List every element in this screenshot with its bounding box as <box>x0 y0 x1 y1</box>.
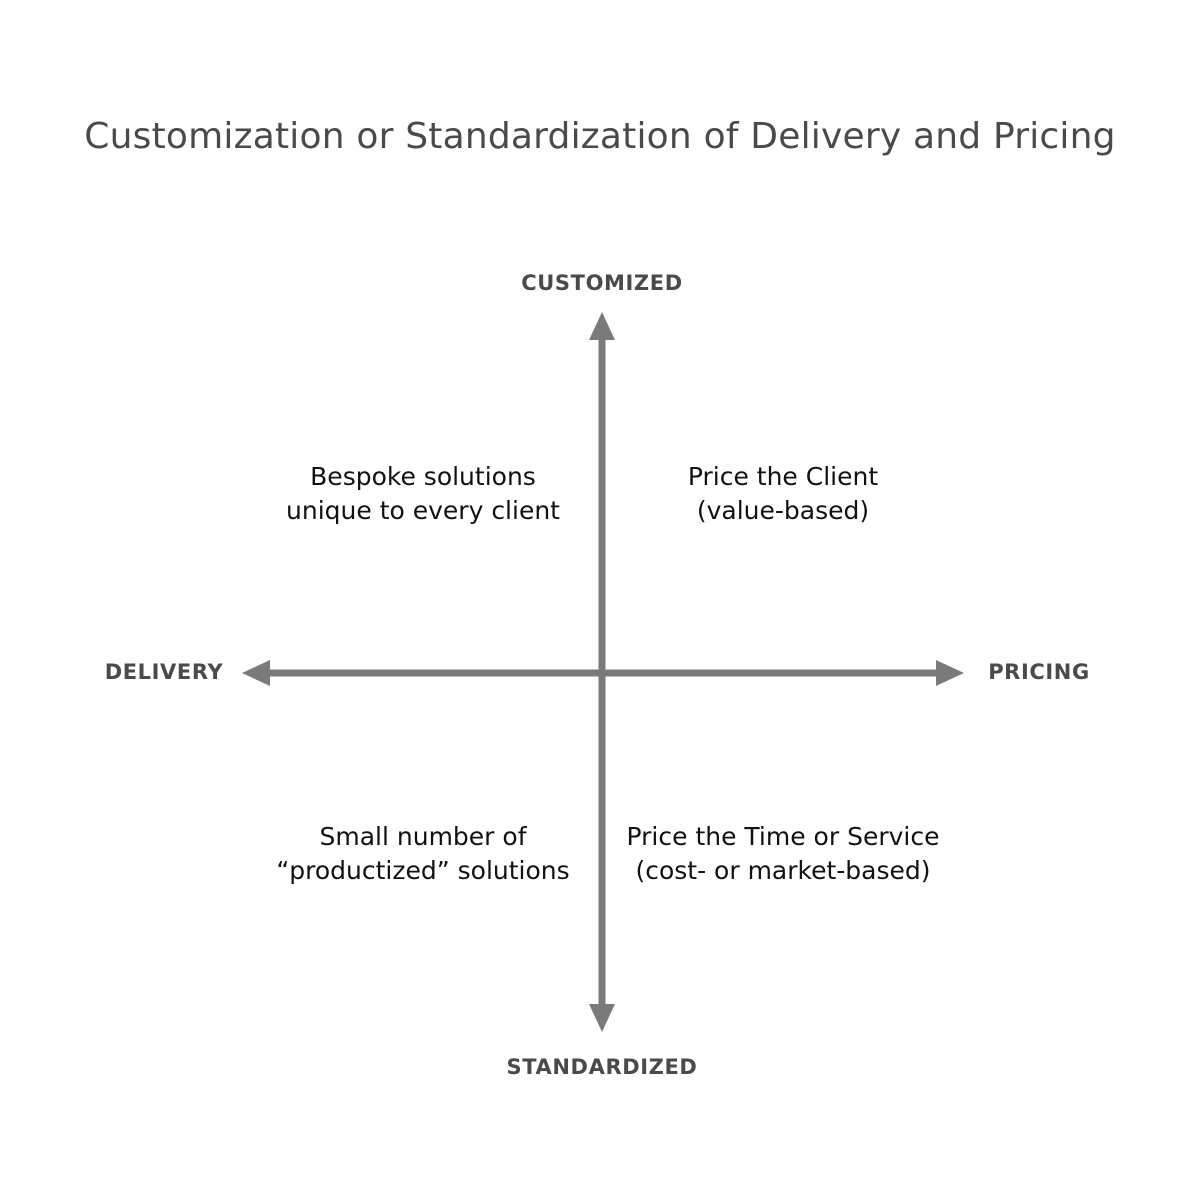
quadrant-top-left-line-1: Bespoke solutions <box>310 462 536 491</box>
quadrant-top-left-line-2: unique to every client <box>286 496 560 525</box>
quadrant-top-left: Bespoke solutions unique to every client <box>243 460 603 528</box>
axis-label-standardized: STANDARDIZED <box>506 1055 698 1079</box>
quadrant-bottom-right-line-2: (cost- or market-based) <box>635 856 931 885</box>
diagram-title: Customization or Standardization of Deli… <box>84 116 1116 157</box>
quadrant-top-right: Price the Client (value-based) <box>603 460 963 528</box>
axis-label-customized: CUSTOMIZED <box>521 271 683 295</box>
arrow-left-icon <box>242 660 270 686</box>
arrow-right-icon <box>936 660 964 686</box>
axis-label-delivery: DELIVERY <box>104 660 224 684</box>
arrow-up-icon <box>589 312 615 340</box>
quadrant-bottom-right: Price the Time or Service (cost- or mark… <box>603 820 963 888</box>
quadrant-bottom-right-line-1: Price the Time or Service <box>626 822 940 851</box>
quadrant-bottom-left-line-1: Small number of <box>319 822 527 851</box>
quadrant-top-right-line-1: Price the Client <box>687 462 879 491</box>
quadrant-bottom-left-line-2: “productized” solutions <box>276 856 570 885</box>
quadrant-bottom-left: Small number of “productized” solutions <box>243 820 603 888</box>
axis-label-pricing: PRICING <box>988 660 1090 684</box>
arrow-down-icon <box>589 1004 615 1032</box>
quadrant-top-right-line-2: (value-based) <box>696 496 870 525</box>
